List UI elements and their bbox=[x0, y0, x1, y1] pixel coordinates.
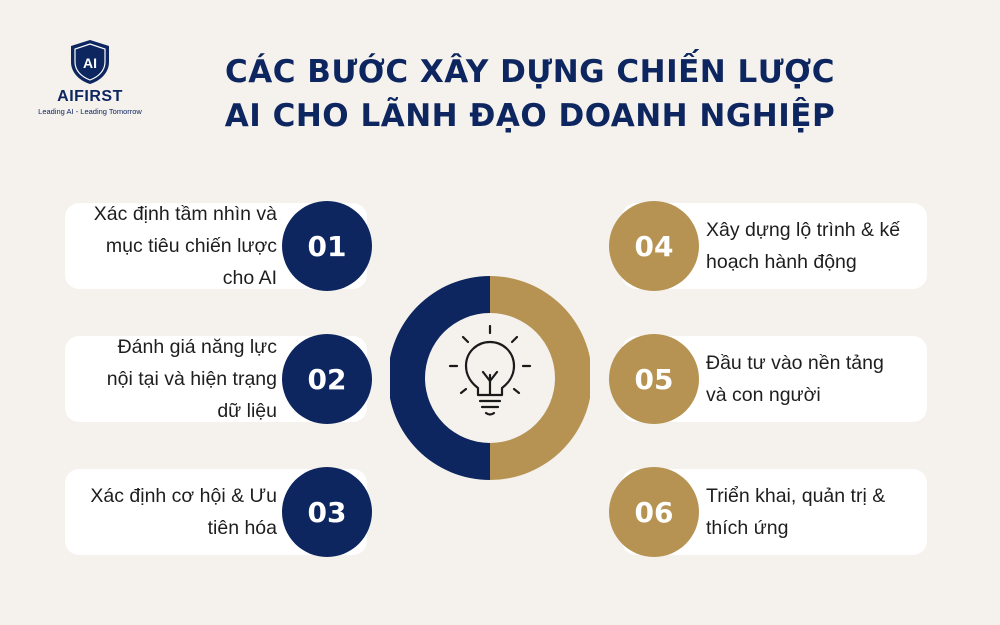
step-text-05: Đầu tư vào nền tảng và con người bbox=[706, 352, 884, 406]
step-text-03: Xác định cơ hội & Ưu tiên hóa bbox=[90, 485, 277, 539]
ring-right-half bbox=[490, 276, 590, 480]
brand-logo: AI AIFIRST Leading AI - Leading Tomorrow bbox=[30, 38, 150, 116]
ring-left-half bbox=[390, 276, 490, 480]
step-text-04: Xây dựng lộ trình & kế hoạch hành động bbox=[706, 219, 901, 273]
page-title: CÁC BƯỚC XÂY DỰNG CHIẾN LƯỢC AI CHO LÃNH… bbox=[150, 50, 910, 138]
step-number-05: 05 bbox=[609, 334, 699, 424]
step-number-02: 02 bbox=[282, 334, 372, 424]
title-line-2: AI CHO LÃNH ĐẠO DOANH NGHIỆP bbox=[224, 98, 836, 134]
brand-name: AIFIRST bbox=[57, 88, 123, 105]
title-line-1: CÁC BƯỚC XÂY DỰNG CHIẾN LƯỢC bbox=[224, 54, 836, 90]
shield-logo-icon: AI bbox=[71, 40, 109, 84]
step-text-06: Triển khai, quản trị & thích ứng bbox=[706, 485, 886, 539]
step-number-04: 04 bbox=[609, 201, 699, 291]
step-number-06: 06 bbox=[609, 467, 699, 557]
logo-mark-text: AI bbox=[83, 55, 97, 71]
step-text-01: Xác định tầm nhìn và mục tiêu chiến lược… bbox=[93, 203, 277, 289]
step-number-03: 03 bbox=[282, 467, 372, 557]
step-text-02: Đánh giá năng lực nội tại và hiện trạng … bbox=[106, 336, 277, 422]
center-ring bbox=[390, 276, 590, 480]
brand-tagline: Leading AI - Leading Tomorrow bbox=[38, 107, 142, 116]
lightbulb-icon bbox=[448, 324, 532, 416]
step-number-01: 01 bbox=[282, 201, 372, 291]
